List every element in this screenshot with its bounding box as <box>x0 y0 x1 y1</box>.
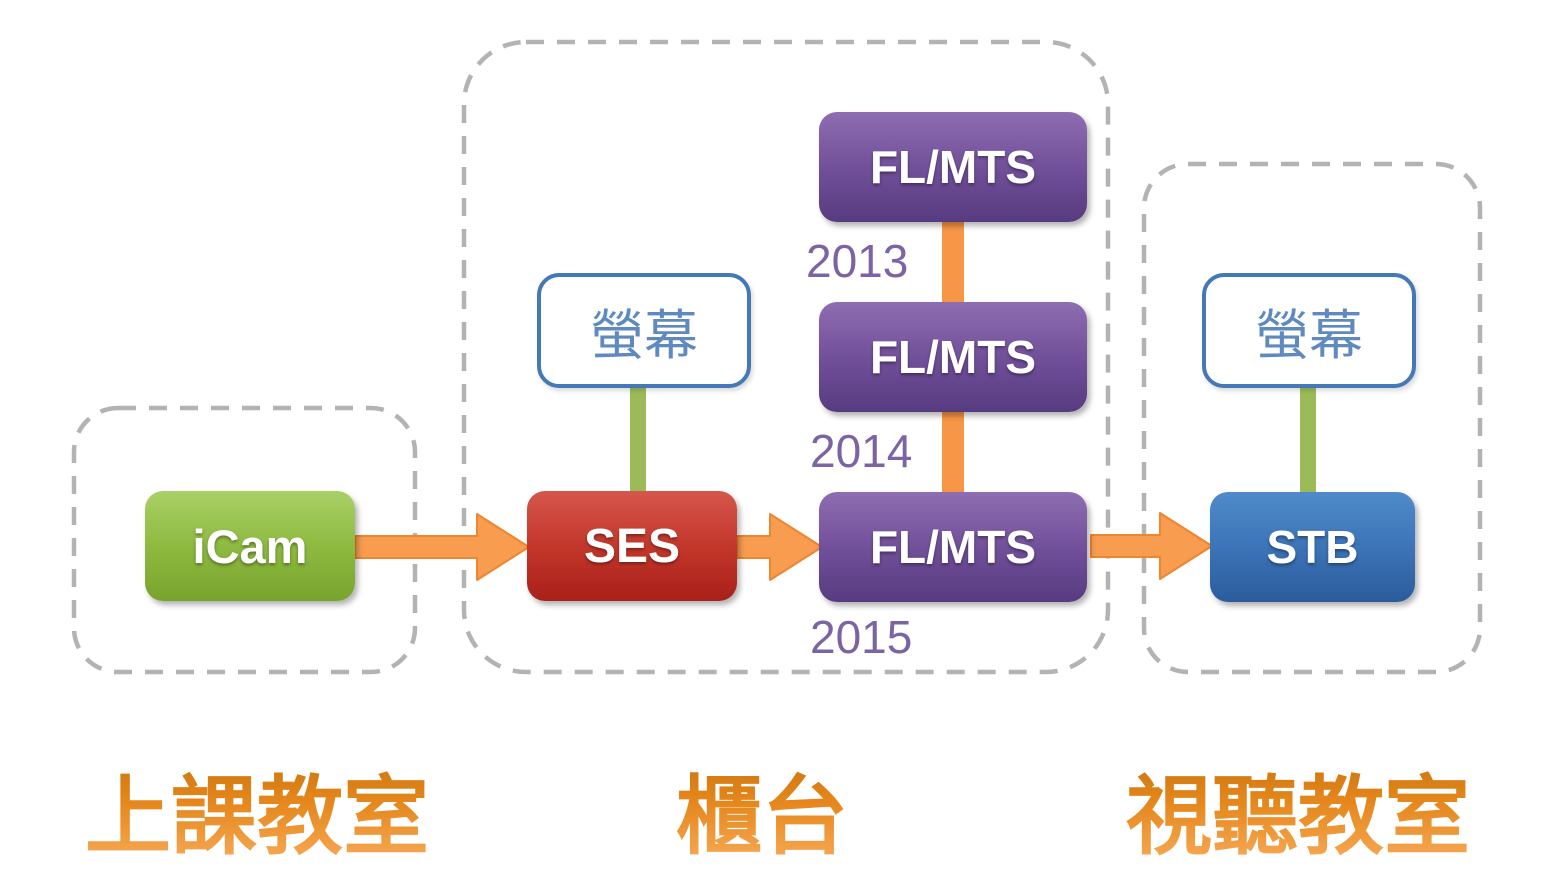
node-flmts-2014: FL/MTS <box>819 302 1087 412</box>
node-stb: STB <box>1210 492 1415 602</box>
arrow-icam-to-ses <box>354 513 530 581</box>
node-ses: SES <box>527 491 737 601</box>
year-label-2014: 2014 <box>810 425 913 477</box>
node-icam: iCam <box>145 491 355 601</box>
connector-flmts-2013-2014 <box>942 215 964 310</box>
connector-screen-stb <box>1300 378 1316 496</box>
connector-screen-ses <box>630 378 646 496</box>
region-label-counter: 櫃台 <box>676 746 853 875</box>
region-label-av-room: 視聽教室 <box>1126 746 1475 875</box>
arrow-flmts-to-stb <box>1090 512 1213 580</box>
connector-flmts-2014-2015 <box>942 405 964 500</box>
node-screen-av: 螢幕 <box>1202 273 1416 388</box>
region-av-room-border <box>1141 161 1483 675</box>
year-label-2015: 2015 <box>810 611 913 663</box>
node-screen-counter: 螢幕 <box>537 273 751 388</box>
year-label-2013: 2013 <box>806 235 909 287</box>
node-flmts-2013: FL/MTS <box>819 112 1087 222</box>
arrow-ses-to-flmts <box>736 513 823 581</box>
node-flmts-2015: FL/MTS <box>819 492 1087 602</box>
region-counter-border <box>461 39 1111 675</box>
region-label-classroom: 上課教室 <box>85 746 434 875</box>
